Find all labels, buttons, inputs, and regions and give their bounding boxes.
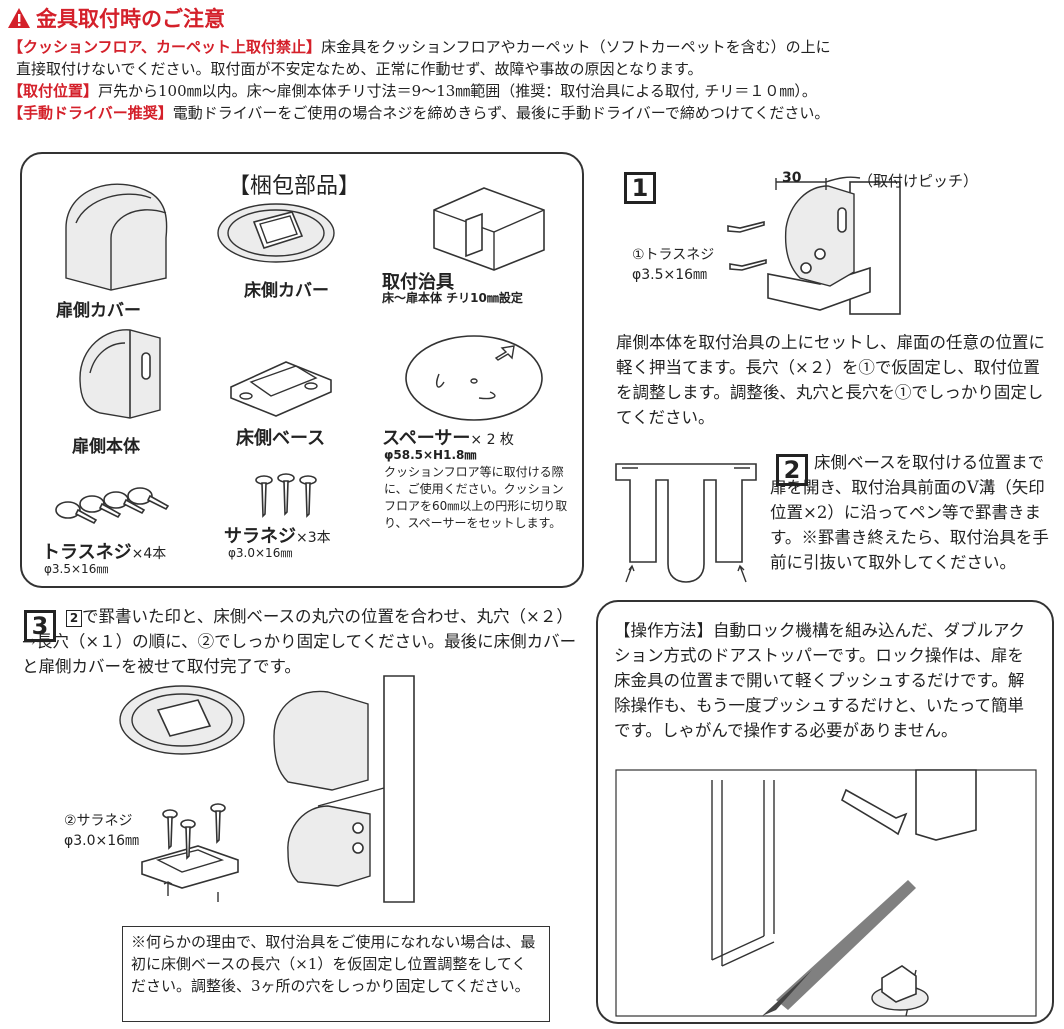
step3-illustration [119, 675, 415, 903]
pan-screw-size: φ3.0×16㎜ [228, 546, 293, 560]
notice-line-1: 【クッションフロア、カーペット上取付禁止】床金具をクッションフロアやカーペット（… [8, 38, 831, 56]
warning-header: 金具取付時のご注意 【クッションフロア、カーペット上取付禁止】床金具をクッション… [8, 4, 1058, 124]
warning-triangle-icon [8, 8, 30, 28]
truss-screws-illustration [55, 487, 170, 525]
step1-screw-label: ①トラスネジ [632, 247, 715, 263]
spacer-size: φ58.5×H1.8㎜ [384, 448, 477, 462]
door-cover-label: 扉側カバー [56, 301, 141, 321]
step1-illustration [727, 176, 901, 315]
notice-line-3: 【取付位置】戸先から100㎜以内。床～扉側本体チリ寸法＝9～13㎜範囲（推奨：取… [8, 82, 817, 100]
spacer-title: スペーサー× 2 枚 [382, 428, 514, 449]
step1-pitch-label: （取付けピッチ） [858, 172, 979, 190]
step3-ref-badge: 2 [66, 610, 82, 627]
jig-label: 取付治具 [382, 272, 454, 293]
floor-cover-label: 床側カバー [244, 281, 329, 301]
floor-base-illustration [230, 361, 332, 417]
spacer-illustration [405, 335, 543, 421]
step2-text: 床側ベースを取付ける位置まで扉を開き、取付治具前面のV溝（矢印位置×2）に沿って… [770, 453, 1049, 572]
operation-illustration [615, 769, 1037, 1017]
warning-title: 金具取付時のご注意 [36, 7, 225, 31]
operation-text: 【操作方法】自動ロック機構を組み込んだ、ダブルアクション方式のドアストッパーです… [614, 621, 1026, 740]
step3-note-box: ※何らかの理由で、取付治具をご使用になれない場合は、最初に床側ベースの長穴（×1… [122, 926, 550, 1022]
notice-line-4: 【手動ドライバー推奨】電動ドライバーをご使用の場合ネジを締めきらず、最後に手動ド… [8, 104, 830, 122]
step1-screw-size: φ3.5×16㎜ [632, 267, 708, 283]
step2-jig-illustration [615, 463, 757, 583]
parts-heading: 【梱包部品】 [228, 174, 361, 199]
notice-line-2: 直接取付けないでください。取付面が不安定なため、正常に作動せず、故障や事故の原因… [16, 60, 703, 78]
jig-illustration [433, 187, 545, 271]
truss-screw-title: トラスネジ×4本 [42, 542, 167, 563]
step1-text: 扉側本体を取付治具の上にセットし、扉面の任意の位置に軽く押当てます。長穴（×２）… [616, 333, 1045, 427]
door-body-label: 扉側本体 [72, 437, 140, 457]
floor-cover-illustration [217, 203, 335, 263]
operation-panel [596, 600, 1054, 1024]
pan-screw-title: サラネジ×3本 [224, 526, 331, 547]
warning-title-row: 金具取付時のご注意 [8, 4, 1058, 32]
step3-note: ※何らかの理由で、取付治具をご使用になれない場合は、最初に床側ベースの長穴（×1… [131, 933, 536, 995]
step1-number: 1 [624, 172, 656, 204]
step3-screw-label: ②サラネジ [64, 813, 133, 829]
step3-number: 3 [24, 610, 56, 642]
pan-screws-illustration [255, 473, 317, 518]
spacer-note: クッションフロア等に取付ける際に、ご使用ください。クッションフロアを60㎜以上の… [384, 465, 568, 530]
door-cover-illustration [65, 183, 168, 291]
step2-number: 2 [776, 454, 808, 486]
parts-panel [20, 152, 584, 588]
floor-base-label: 床側ベース [236, 428, 326, 449]
truss-screw-size: φ3.5×16㎜ [44, 562, 109, 576]
door-body-illustration [79, 329, 161, 419]
step3-screw-size: φ3.0×16㎜ [64, 833, 140, 849]
jig-note: 床～扉本体 チリ10㎜設定 [382, 291, 523, 305]
step1-pitch-value: 30 [782, 170, 802, 186]
